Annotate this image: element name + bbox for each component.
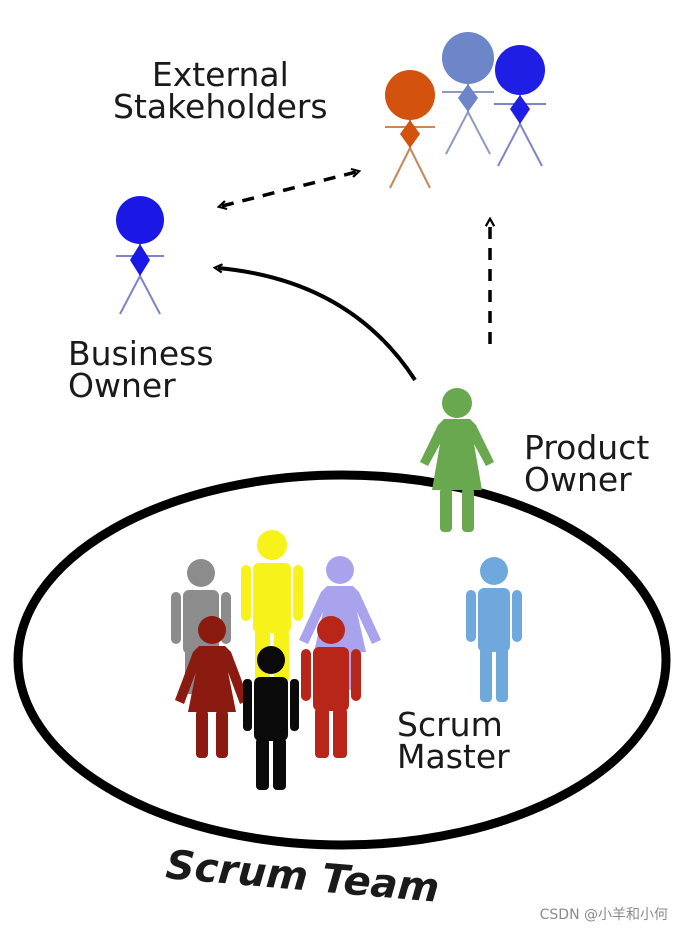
watermark: CSDN @小羊和小何	[539, 907, 668, 923]
stakeholder-blue-figure	[494, 45, 546, 167]
team-member-red-figure	[301, 616, 361, 758]
scrum-team-ellipse	[13, 470, 671, 850]
business-owner-label: Business Owner	[68, 334, 214, 405]
scrum-master-label: Scrum Master	[397, 705, 510, 776]
scrum-master-figure	[466, 557, 522, 702]
team-member-black-figure	[243, 646, 299, 790]
arrow-product-to-business	[218, 268, 417, 382]
product-owner-figure	[420, 388, 494, 532]
team-member-darkred-figure	[175, 616, 249, 758]
stakeholder-orange-figure	[385, 70, 435, 189]
business-owner-figure	[116, 196, 164, 315]
arrow-business-to-stakeholders	[222, 172, 356, 206]
product-owner-label: Product Owner	[524, 428, 650, 499]
external-stakeholders-label: External Stakeholders	[113, 55, 328, 126]
stakeholder-steel-figure	[442, 32, 494, 155]
